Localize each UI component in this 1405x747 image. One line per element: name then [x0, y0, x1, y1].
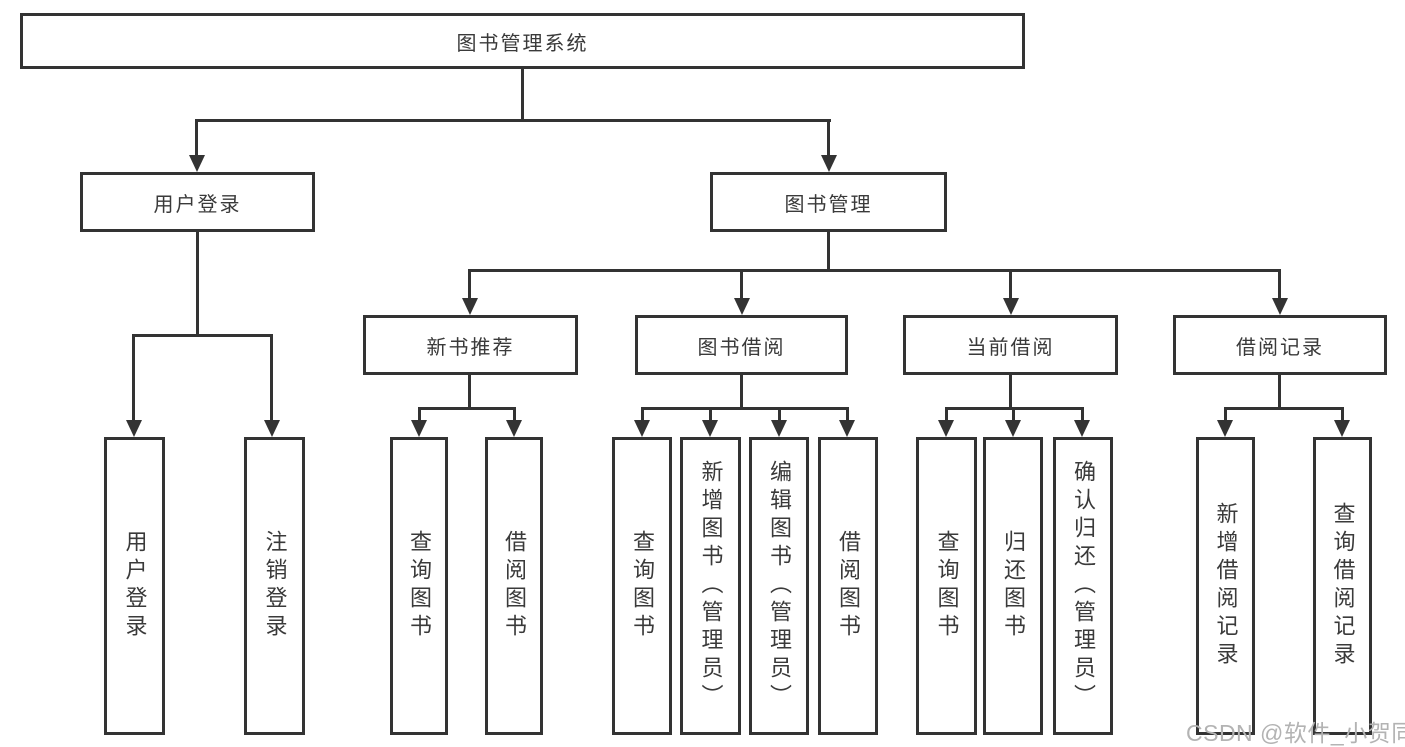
- arrow-down-leaf-logout: [264, 420, 280, 437]
- connector-drop-book-borrow: [740, 269, 743, 299]
- leaf-bb-query-books-label: 查询图书: [630, 530, 655, 642]
- leaf-br-query-record: 查询借阅记录: [1313, 437, 1372, 735]
- arrow-down-book-mgmt: [821, 155, 837, 172]
- leaf-cb-return-books-label: 归还图书: [1001, 530, 1026, 642]
- connector-level3-bus: [468, 269, 1281, 272]
- node-book-borrow-label: 图书借阅: [697, 336, 786, 359]
- connector-drop-cb-query: [945, 407, 948, 422]
- arrow-down-leaf-login: [126, 420, 142, 437]
- node-book-mgmt: 图书管理: [710, 172, 947, 232]
- leaf-bb-edit-books-admin: 编辑图书（管理员）: [749, 437, 809, 735]
- arrow-down-bb-edit: [771, 420, 787, 437]
- node-new-book-rec-label: 新书推荐: [426, 336, 515, 359]
- arrow-down-user-login: [189, 155, 205, 172]
- leaf-logout-label: 注销登录: [262, 530, 288, 642]
- leaf-nb-borrow-books-label: 借阅图书: [502, 530, 527, 642]
- arrow-down-bb-borrow: [839, 420, 855, 437]
- connector-drop-bb-query: [641, 407, 644, 422]
- connector-current-borrow-trunk: [1009, 375, 1012, 409]
- leaf-cb-query-books-label: 查询图书: [934, 530, 960, 642]
- node-current-borrow: 当前借阅: [903, 315, 1118, 375]
- leaf-nb-borrow-books: 借阅图书: [485, 437, 543, 735]
- connector-drop-book-mgmt: [827, 119, 830, 157]
- connector-drop-user-login: [195, 119, 198, 157]
- arrow-down-bb-add: [702, 420, 718, 437]
- arrow-down-cb-confirm: [1074, 420, 1090, 437]
- node-current-borrow-label: 当前借阅: [966, 336, 1055, 359]
- node-root-label: 图书管理系统: [456, 32, 589, 55]
- node-book-mgmt-label: 图书管理: [784, 193, 873, 216]
- leaf-logout: 注销登录: [244, 437, 305, 735]
- leaf-user-login-label: 用户登录: [122, 530, 148, 642]
- connector-drop-cb-return: [1012, 407, 1015, 422]
- node-new-book-rec: 新书推荐: [363, 315, 578, 375]
- leaf-user-login: 用户登录: [104, 437, 165, 735]
- leaf-cb-query-books: 查询图书: [916, 437, 977, 735]
- arrow-down-br-add: [1217, 420, 1233, 437]
- arrow-down-bb-query: [634, 420, 650, 437]
- connector-drop-bb-borrow: [846, 407, 849, 422]
- connector-drop-nb-borrow: [513, 407, 516, 422]
- connector-book-borrow-bus: [641, 407, 849, 410]
- arrow-down-cb-query: [938, 420, 954, 437]
- leaf-nb-query-books: 查询图书: [390, 437, 448, 735]
- connector-drop-br-query: [1341, 407, 1344, 422]
- connector-book-mgmt-trunk: [827, 232, 830, 271]
- arrow-down-current-borrow: [1003, 298, 1019, 315]
- node-user-login: 用户登录: [80, 172, 315, 232]
- leaf-cb-return-books: 归还图书: [983, 437, 1043, 735]
- connector-drop-br-add: [1224, 407, 1227, 422]
- leaf-nb-query-books-label: 查询图书: [407, 530, 432, 642]
- connector-drop-borrow-records: [1278, 269, 1281, 299]
- leaf-bb-query-books: 查询图书: [612, 437, 672, 735]
- leaf-bb-add-books-admin-label: 新增图书（管理员）: [698, 460, 724, 712]
- connector-new-book-rec-bus: [418, 407, 516, 410]
- connector-drop-bb-edit: [778, 407, 781, 422]
- leaf-bb-edit-books-admin-label: 编辑图书（管理员）: [767, 460, 792, 712]
- arrow-down-book-borrow: [734, 298, 750, 315]
- connector-new-book-rec-trunk: [468, 375, 471, 409]
- connector-drop-new-book-rec: [468, 269, 471, 299]
- leaf-cb-confirm-return-admin: 确认归还（管理员）: [1053, 437, 1113, 735]
- connector-drop-leaf-logout: [270, 334, 273, 421]
- connector-root-trunk: [521, 69, 524, 120]
- connector-drop-cb-confirm: [1081, 407, 1084, 422]
- arrow-down-br-query: [1334, 420, 1350, 437]
- node-borrow-records-label: 借阅记录: [1236, 336, 1324, 359]
- arrow-down-nb-borrow: [506, 420, 522, 437]
- csdn-watermark: CSDN @软件_小贺同学: [1186, 720, 1405, 746]
- connector-book-borrow-trunk: [740, 375, 743, 409]
- connector-drop-bb-add: [709, 407, 712, 422]
- connector-drop-nb-query: [418, 407, 421, 422]
- node-root: 图书管理系统: [20, 13, 1025, 69]
- node-user-login-label: 用户登录: [153, 193, 242, 216]
- arrow-down-nb-query: [411, 420, 427, 437]
- leaf-br-add-record-label: 新增借阅记录: [1213, 502, 1239, 670]
- leaf-cb-confirm-return-admin-label: 确认归还（管理员）: [1071, 460, 1096, 712]
- leaf-bb-borrow-books-label: 借阅图书: [836, 530, 861, 642]
- connector-level1-bus: [195, 119, 831, 122]
- arrow-down-borrow-records: [1272, 298, 1288, 315]
- node-borrow-records: 借阅记录: [1173, 315, 1387, 375]
- leaf-bb-borrow-books: 借阅图书: [818, 437, 878, 735]
- leaf-bb-add-books-admin: 新增图书（管理员）: [680, 437, 741, 735]
- connector-user-login-trunk: [196, 232, 199, 335]
- leaf-br-query-record-label: 查询借阅记录: [1330, 502, 1356, 670]
- arrow-down-cb-return: [1005, 420, 1021, 437]
- connector-drop-leaf-login: [132, 334, 135, 421]
- arrow-down-new-book-rec: [462, 298, 478, 315]
- leaf-br-add-record: 新增借阅记录: [1196, 437, 1255, 735]
- connector-user-login-bus: [132, 334, 273, 337]
- connector-borrow-records-trunk: [1278, 375, 1281, 409]
- connector-borrow-records-bus: [1224, 407, 1343, 410]
- connector-drop-current-borrow: [1009, 269, 1012, 299]
- node-book-borrow: 图书借阅: [635, 315, 848, 375]
